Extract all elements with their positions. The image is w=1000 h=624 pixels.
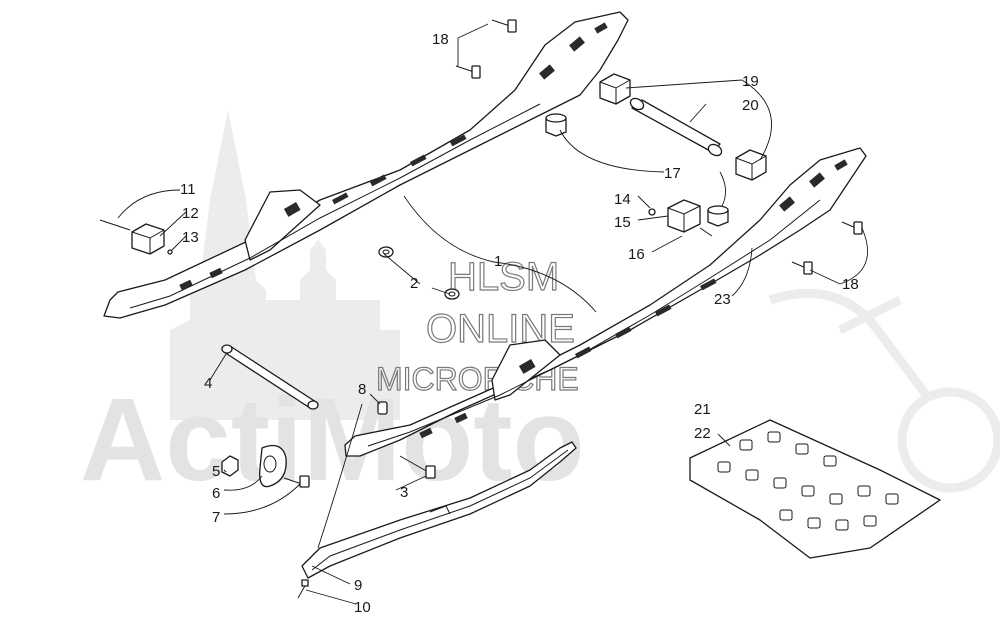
bracket-12-icon	[99, 219, 173, 255]
bracket-15-icon	[648, 199, 713, 237]
callout-13: 13	[182, 229, 199, 246]
axle-20-icon	[629, 97, 723, 157]
pin-8-icon	[377, 401, 388, 415]
callout-18-upper: 18	[432, 31, 449, 48]
leader-lines	[117, 23, 869, 605]
watermark-building-icon	[170, 110, 400, 420]
block-19-lower-icon	[735, 149, 767, 181]
callout-14: 14	[614, 191, 631, 208]
slide-9-icon	[301, 441, 577, 579]
nut-5-icon	[221, 455, 239, 477]
spacer-17-b-icon	[707, 205, 729, 227]
track-clips-21-icon	[689, 419, 941, 559]
callout-10: 10	[354, 599, 371, 616]
callout-2: 2	[410, 275, 418, 292]
callout-21: 21	[694, 401, 711, 418]
callout-3: 3	[400, 484, 408, 501]
bolt-3-icon	[399, 455, 436, 479]
bolt-18-lower-b-icon	[791, 261, 813, 275]
screw-10-icon	[297, 579, 309, 599]
spacer-17-a-icon	[545, 113, 567, 137]
watermark: ActiMoto HLSM ONLINE MICROFICHE	[80, 110, 1000, 506]
callouts: 18 19 20 17 14 15 16 11 12 13 1 2 18 23 …	[180, 31, 859, 616]
callout-18-lower: 18	[842, 276, 859, 293]
callout-22: 22	[694, 425, 711, 442]
bolt-18-upper-b-icon	[455, 65, 481, 79]
bolt-18-lower-a-icon	[841, 221, 863, 235]
callout-12: 12	[182, 205, 199, 222]
bolt-7-icon	[283, 475, 310, 488]
callout-4: 4	[204, 375, 212, 392]
callout-17: 17	[664, 165, 681, 182]
callout-5: 5	[212, 463, 220, 480]
hardware	[99, 19, 941, 599]
callout-6: 6	[212, 485, 220, 502]
callout-11: 11	[180, 181, 196, 198]
callout-8: 8	[358, 381, 366, 398]
near-rail	[344, 147, 867, 457]
callout-19: 19	[742, 73, 759, 90]
watermark-line1: HLSM	[448, 255, 559, 299]
far-rail	[103, 11, 629, 319]
shaft-4-icon	[221, 344, 319, 410]
callout-23: 23	[714, 291, 731, 308]
bolt-18-upper-a-icon	[491, 19, 517, 33]
callout-20: 20	[742, 97, 759, 114]
watermark-line2: ONLINE	[426, 307, 575, 351]
watermark-motorcycle-icon	[768, 288, 1000, 493]
wheel-6-icon	[259, 444, 287, 488]
callout-16: 16	[628, 246, 645, 263]
callout-15: 15	[614, 214, 631, 231]
callout-7: 7	[212, 509, 220, 526]
washer-2-icon	[378, 246, 460, 300]
block-19-upper-icon	[599, 73, 631, 105]
callout-9: 9	[354, 577, 362, 594]
callout-1: 1	[494, 253, 502, 270]
